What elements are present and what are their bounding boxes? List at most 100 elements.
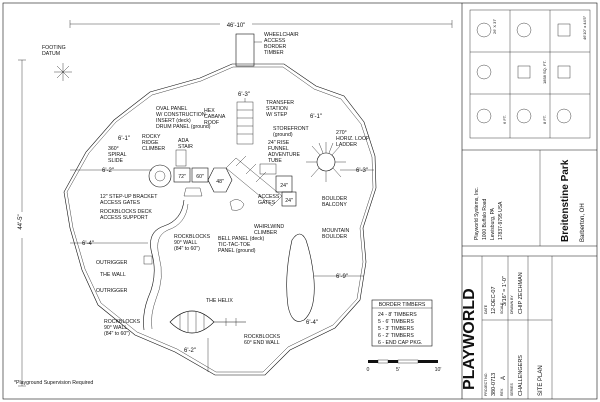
rev-value: A bbox=[501, 376, 507, 380]
the-helix bbox=[169, 310, 246, 334]
left-height-label: 44'-5" bbox=[18, 214, 24, 229]
border-timbers-row-5: 6 - END CAP PKG. bbox=[378, 340, 422, 346]
deck-72-platform bbox=[173, 167, 191, 183]
the-wall-path bbox=[143, 199, 185, 331]
fall-height-icon bbox=[476, 108, 492, 124]
border-timbers-row-3: 5 - 3' TIMBERS bbox=[378, 326, 414, 332]
scale-start: 0 bbox=[367, 367, 370, 373]
company-line-4: 17837-9795 USA bbox=[498, 201, 504, 240]
border-timbers-row-1: 24 - 8' TIMBERS bbox=[378, 312, 417, 318]
scale-label: SCALE bbox=[500, 302, 504, 314]
ada-stair bbox=[175, 149, 187, 167]
dim-6-3-right: 6'-3" bbox=[356, 168, 368, 174]
playworld-logo: PLAYWORLD bbox=[461, 288, 478, 390]
icons-grid bbox=[469, 9, 591, 139]
transfer-station bbox=[236, 101, 254, 145]
deck-60-platform bbox=[191, 167, 209, 183]
playground-boundary bbox=[63, 63, 377, 376]
deck-24b: 24" bbox=[285, 198, 293, 204]
border-timbers-row-2: 5 - 6' TIMBERS bbox=[378, 319, 414, 325]
outrigger-2-label: OUTRIGGER bbox=[96, 288, 128, 294]
area-icon bbox=[517, 65, 531, 79]
the-wall-label: THE WALL bbox=[100, 272, 126, 278]
dim-6-4-bottom: 6'-4" bbox=[306, 320, 318, 326]
storefront-label: STOREFRONT(ground) bbox=[273, 126, 309, 138]
rev-label: REV. bbox=[500, 388, 504, 396]
dim-6-3-top: 6'-3" bbox=[238, 92, 250, 98]
border-timbers-title: BORDER TIMBERS bbox=[379, 302, 426, 308]
icon-text-1: 26' X 37' bbox=[492, 18, 497, 34]
series-label: SERIES bbox=[510, 382, 514, 396]
supervision-note: *Playground Supervision Required bbox=[14, 380, 93, 386]
project-no: 380-0713 bbox=[491, 373, 497, 396]
dim-6-2-left: 6'-2" bbox=[102, 168, 114, 174]
wheelchair-access-timber bbox=[235, 33, 255, 67]
drawn-value: CHIP ZECHMAN bbox=[518, 272, 524, 314]
spiral-slide bbox=[148, 164, 172, 188]
company-line-1: Playworld Systems, Inc. bbox=[474, 187, 480, 240]
border-timbers-row-4: 6 - 2' TIMBERS bbox=[378, 333, 414, 339]
kids-icon bbox=[476, 64, 492, 80]
deck-48: 48" bbox=[216, 179, 224, 185]
funnel-tube bbox=[259, 163, 277, 175]
horiz-loop-ladder bbox=[306, 142, 346, 182]
sheet-name: SITE PLAN bbox=[538, 365, 544, 396]
sqft-icon bbox=[557, 65, 571, 79]
scale-end: 10' bbox=[435, 367, 442, 373]
wheelchair-icon bbox=[556, 108, 572, 124]
scale-mid: 5' bbox=[396, 367, 400, 373]
park-location: Barberton, OH bbox=[580, 203, 586, 242]
icon-text-4: 6 FT. bbox=[502, 115, 507, 124]
dim-6-1-left: 6'-1" bbox=[118, 136, 130, 142]
company-line-3: Lewisburg, PA bbox=[490, 207, 496, 240]
icon-text-5: 8 FT. bbox=[542, 115, 547, 124]
wall-block bbox=[143, 255, 153, 265]
deck-72: 72" bbox=[178, 174, 186, 180]
age-icon bbox=[476, 22, 492, 38]
capacity-icon bbox=[516, 22, 532, 38]
playground-boundary-inner bbox=[66, 66, 374, 373]
the-helix-label: THE HELIX bbox=[206, 298, 233, 304]
outrigger-1-label: OUTRIGGER bbox=[96, 260, 128, 266]
date-label: DATE bbox=[484, 304, 488, 314]
boulder-deck bbox=[281, 191, 297, 207]
mountain-boulder bbox=[286, 233, 315, 322]
scale-value: 3/16" = 1'-0" bbox=[502, 276, 508, 306]
icon-text-2: 46'10" x 44'5" bbox=[582, 15, 587, 40]
dim-6-9-right: 6'-9" bbox=[336, 274, 348, 280]
drawn-label: DRAWN BY bbox=[510, 295, 514, 314]
top-width-label: 46'-10" bbox=[227, 23, 246, 29]
footprint-icon bbox=[557, 23, 571, 37]
rockblocks-deck bbox=[183, 187, 203, 197]
dim-6-4-left: 6'-4" bbox=[82, 241, 94, 247]
deck-60: 60" bbox=[196, 174, 204, 180]
whirlwind-climber bbox=[229, 199, 245, 211]
project-no-label: PROJECT NO. bbox=[484, 373, 488, 396]
date-value: 12-DEC-07 bbox=[491, 286, 497, 314]
scale-bar: 0 5' 10' bbox=[367, 359, 442, 373]
title-block: 26' X 37' 46'10" x 44'5" 1858 SQ. FT. 6 … bbox=[461, 9, 597, 399]
dim-6-1-right: 6'-1" bbox=[310, 114, 322, 120]
border-timbers-table: BORDER TIMBERS 24 - 8' TIMBERS 5 - 6' TI… bbox=[371, 299, 433, 347]
